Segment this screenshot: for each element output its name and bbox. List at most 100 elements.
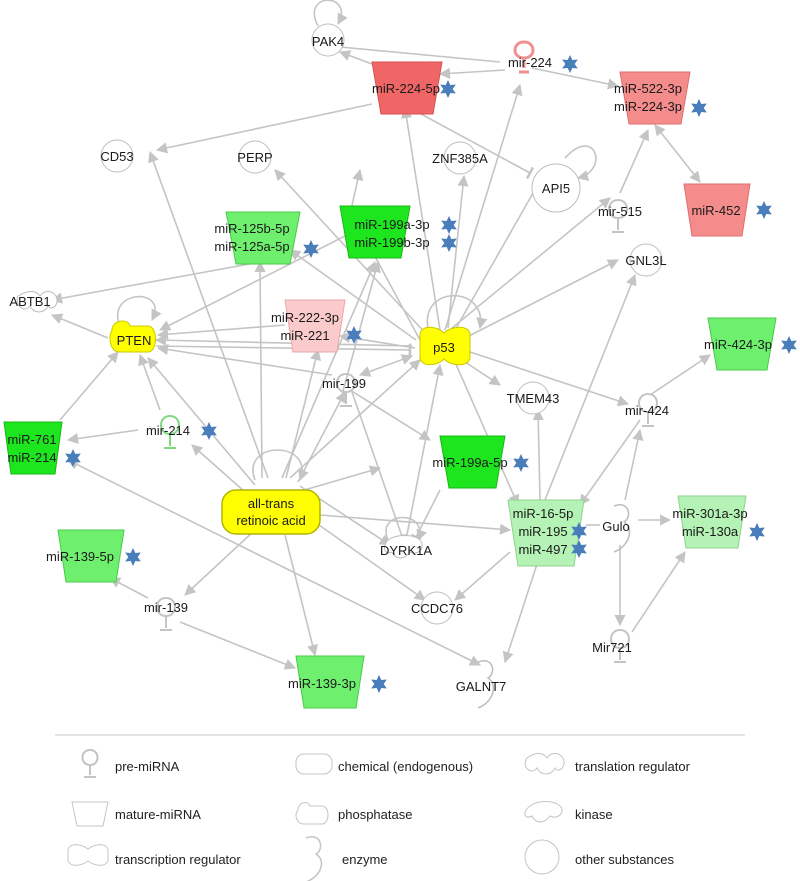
- node-label: miR-195: [518, 524, 567, 539]
- node-galnt7[interactable]: GALNT7: [456, 660, 507, 709]
- phosphatase-icon: [109, 320, 156, 353]
- node-label: miR-424-3p: [704, 337, 772, 352]
- star-icon: [65, 449, 81, 467]
- node-mir139-5p[interactable]: miR-139-5p: [46, 529, 141, 583]
- edge-mir222-pten: [156, 324, 286, 340]
- legend-item-enzyme: enzyme: [305, 836, 388, 881]
- other-substance-icon: [516, 381, 550, 415]
- node-label: CD53: [100, 149, 133, 164]
- node-pak4[interactable]: PAK4: [311, 23, 345, 57]
- edge-mir224-mir224-5p: [438, 67, 506, 79]
- pre-mirna-icon: [608, 198, 628, 233]
- edge-p53-pten: [154, 334, 413, 347]
- translation-regulator-icon: [524, 753, 565, 775]
- chemical-icon: [221, 489, 321, 535]
- node-label: Gulo: [602, 519, 629, 534]
- edge-p53-mir515: [451, 197, 611, 329]
- mature-mirna-icon: [707, 317, 777, 371]
- pre-mirna-icon: [160, 414, 180, 449]
- node-mir139[interactable]: mir-139: [144, 596, 188, 631]
- edge-atra-mir199: [297, 391, 346, 483]
- node-pten[interactable]: PTEN: [109, 320, 156, 353]
- edge-mir125-abtb1: [50, 257, 283, 304]
- legend-label: pre-miRNA: [115, 759, 180, 774]
- translation-regulator-icon: [16, 291, 58, 313]
- node-mir301a-3p[interactable]: miR-301a-3p miR-130a: [672, 495, 765, 549]
- legend-label: kinase: [575, 807, 613, 822]
- node-label: miR-224-3p: [614, 99, 682, 114]
- node-mir199[interactable]: mir-199: [322, 372, 366, 407]
- node-mir199a-3p[interactable]: miR-199a-3p miR-199b-3p: [339, 205, 457, 259]
- other-substance-icon: [524, 839, 560, 875]
- legend-item-translation-regulator: translation regulator: [524, 753, 691, 775]
- edge-mir224-5p-pak4: [338, 50, 373, 65]
- other-substance-icon: [238, 140, 272, 174]
- node-label: GNL3L: [625, 253, 666, 268]
- edge-mir199-pten: [156, 344, 333, 376]
- edge-mir761-pten: [59, 351, 119, 421]
- edge-mir199-dyrk1a: [351, 391, 407, 547]
- legend-item-pre-mirna: pre-miRNA: [81, 748, 180, 778]
- node-abtb1[interactable]: ABTB1: [9, 291, 58, 313]
- node-dyrk1a[interactable]: DYRK1A: [380, 535, 432, 559]
- node-mir139-3p[interactable]: miR-139-3p: [288, 655, 387, 709]
- edge-mir16-gnl3l: [544, 273, 637, 501]
- mature-mirna-icon: [225, 211, 301, 265]
- node-mir222-3p[interactable]: miR-222-3p miR-221: [271, 299, 362, 353]
- star-icon: [440, 80, 456, 98]
- edge-mir721-mir301: [631, 551, 686, 633]
- edge-atra-mir139-3p: [284, 534, 318, 657]
- node-mir224[interactable]: mir-224: [508, 40, 578, 74]
- edge-gulo-mir424: [624, 428, 644, 501]
- node-label: miR-16-5p: [513, 506, 574, 521]
- node-mir424[interactable]: mir-424: [625, 392, 669, 427]
- node-tmem43[interactable]: TMEM43: [507, 381, 560, 415]
- node-label: API5: [542, 181, 570, 196]
- node-mir721[interactable]: Mir721: [592, 628, 632, 663]
- other-substance-icon: [311, 23, 345, 57]
- node-label: miR-130a: [682, 524, 739, 539]
- node-mir515[interactable]: mir-515: [598, 198, 642, 233]
- node-mir199a-5p[interactable]: miR-199a-5p: [432, 435, 529, 489]
- node-mir522-3p[interactable]: miR-522-3p miR-224-3p: [614, 71, 707, 125]
- node-mir452[interactable]: miR-452: [683, 183, 772, 237]
- node-label: miR-139-5p: [46, 549, 114, 564]
- mature-mirna-icon: [619, 71, 691, 125]
- star-icon: [562, 55, 578, 73]
- node-label: miR-497: [518, 542, 567, 557]
- edge-mir214-mir761: [66, 429, 139, 445]
- node-mir224-5p[interactable]: miR-224-5p: [371, 61, 456, 115]
- node-ccdc76[interactable]: CCDC76: [411, 591, 463, 625]
- mature-mirna-icon: [507, 499, 585, 567]
- node-p53[interactable]: p53: [419, 326, 471, 366]
- edge-p53-mir16: [454, 361, 520, 507]
- node-mir125b-5p[interactable]: miR-125b-5p miR-125a-5p: [214, 211, 319, 265]
- mature-mirna-icon: [295, 655, 365, 709]
- other-substance-icon: [100, 139, 134, 173]
- node-label: miR-301a-3p: [672, 506, 747, 521]
- loop-p53: [426, 295, 488, 330]
- mature-mirna-icon: [284, 299, 346, 353]
- node-cd53[interactable]: CD53: [100, 139, 134, 173]
- legend-label: translation regulator: [575, 759, 691, 774]
- node-perp[interactable]: PERP: [237, 140, 273, 174]
- node-all-trans-retinoic-acid[interactable]: all-trans retinoic acid: [221, 489, 321, 535]
- node-znf385a[interactable]: ZNF385A: [432, 141, 488, 175]
- node-mir16-5p[interactable]: miR-16-5p miR-195 miR-497: [507, 499, 587, 567]
- mature-mirna-icon: [371, 61, 443, 115]
- mature-mirna-icon: [439, 435, 506, 489]
- transcription-regulator-icon: [419, 326, 471, 366]
- node-mir761[interactable]: miR-761 miR-214: [3, 421, 81, 475]
- node-api5[interactable]: API5: [531, 163, 581, 213]
- node-label: PAK4: [312, 34, 344, 49]
- node-label: miR-199b-3p: [354, 235, 429, 250]
- node-mir214[interactable]: mir-214: [146, 414, 217, 449]
- edge-galnt7-mir761: [66, 459, 482, 666]
- node-gulo[interactable]: Gulo: [602, 504, 631, 553]
- node-mir424-3p[interactable]: miR-424-3p: [704, 317, 797, 371]
- node-gnl3l[interactable]: GNL3L: [625, 243, 667, 277]
- node-label: PERP: [237, 150, 272, 165]
- edge-p53-znf385a: [447, 174, 469, 329]
- node-label: all-trans: [248, 496, 295, 511]
- mature-mirna-icon: [683, 183, 751, 237]
